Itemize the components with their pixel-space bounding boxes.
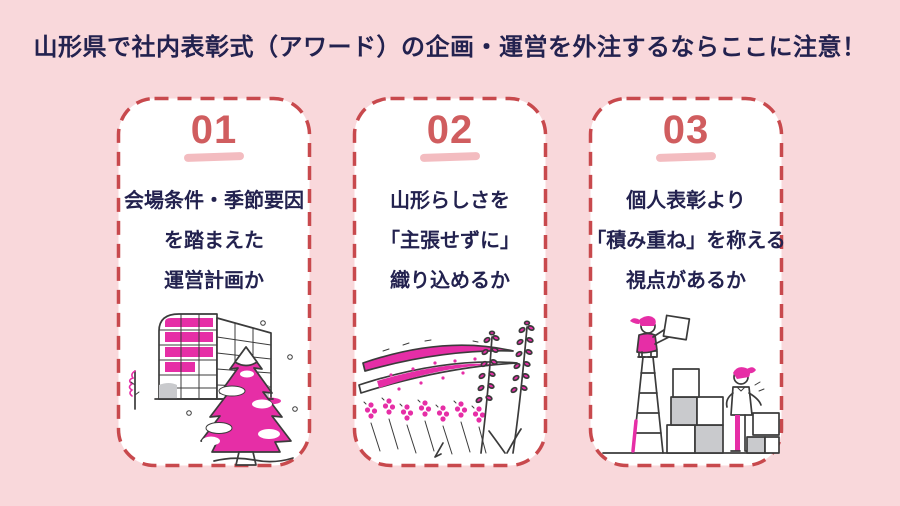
building-and-snowy-pine-tree-illustration — [128, 313, 298, 466]
people-stacking-boxes-illustration — [602, 314, 780, 454]
person-on-ladder — [630, 314, 691, 358]
card-text-line: 運営計画か — [164, 270, 264, 292]
card-1-illustration — [119, 301, 309, 469]
sprig — [435, 404, 453, 455]
card-1: 01 会場条件・季節要因 を踏まえた 運営計画か — [116, 96, 312, 468]
sketch-tree — [128, 370, 140, 410]
card-3-text: 個人表彰より 「積み重ね」を称える 視点があるか — [586, 181, 785, 301]
card-2: 02 山形らしさを 「主張せずに」 織り込めるか — [352, 96, 548, 468]
card-text-line: 「主張せずに」 — [380, 230, 520, 252]
card-3-illustration — [591, 301, 781, 469]
field-dots — [389, 357, 477, 391]
card-2-content: 02 山形らしさを 「主張せずに」 織り込めるか — [352, 96, 548, 468]
card-text-line: 「積み重ね」を称える — [586, 230, 786, 252]
ladder — [631, 350, 664, 454]
lavender-stalks — [434, 320, 535, 458]
card-2-number-block: 02 — [419, 108, 481, 163]
lavender-field-illustration — [358, 320, 535, 458]
card-3: 03 個人表彰より 「積み重ね」を称える 視点があるか — [586, 96, 786, 469]
card-1-number-block: 01 — [183, 108, 245, 163]
card-2-text: 山形らしさを 「主張せずに」 織り込めるか — [380, 181, 520, 301]
sprig — [381, 397, 399, 450]
standing-person — [725, 367, 765, 452]
number-underline-brush — [655, 151, 717, 163]
card-1-text: 会場条件・季節要因 を踏まえた 運営計画か — [124, 181, 304, 301]
cards-row: 01 会場条件・季節要因 を踏まえた 運営計画か — [0, 96, 900, 468]
number-underline-brush — [419, 151, 481, 163]
card-number: 02 — [426, 108, 474, 152]
page-title: 山形県で社内表彰式（アワード）の企画・運営を外注するならここに注意！ — [33, 34, 867, 61]
card-text-line: を踏まえた — [164, 230, 264, 252]
number-underline-brush — [183, 151, 245, 163]
card-3-number-block: 03 — [655, 108, 717, 163]
boxes-right — [746, 412, 780, 454]
lavender-sprigs-row — [363, 397, 487, 455]
card-text-line: 織り込めるか — [390, 270, 510, 292]
card-1-content: 01 会場条件・季節要因 を踏まえた 運営計画か — [116, 96, 312, 468]
box-stack — [666, 368, 724, 454]
stalk-florets — [475, 320, 535, 404]
card-3-content: 03 個人表彰より 「積み重ね」を称える 視点があるか — [586, 96, 786, 469]
sprig — [453, 400, 471, 453]
card-number: 03 — [662, 108, 710, 152]
snowflakes — [186, 320, 298, 416]
sprig — [417, 399, 435, 452]
snowy-pine-tree — [200, 346, 294, 466]
card-text-line: 個人表彰より — [626, 190, 746, 212]
card-2-illustration — [355, 301, 545, 469]
field-swoosh — [358, 339, 518, 394]
sprig — [399, 403, 417, 454]
card-number: 01 — [190, 108, 238, 152]
sprig — [363, 401, 381, 452]
card-text-line: 視点があるか — [626, 270, 746, 292]
card-text-line: 山形らしさを — [390, 190, 510, 212]
card-text-line: 会場条件・季節要因 — [124, 190, 304, 212]
